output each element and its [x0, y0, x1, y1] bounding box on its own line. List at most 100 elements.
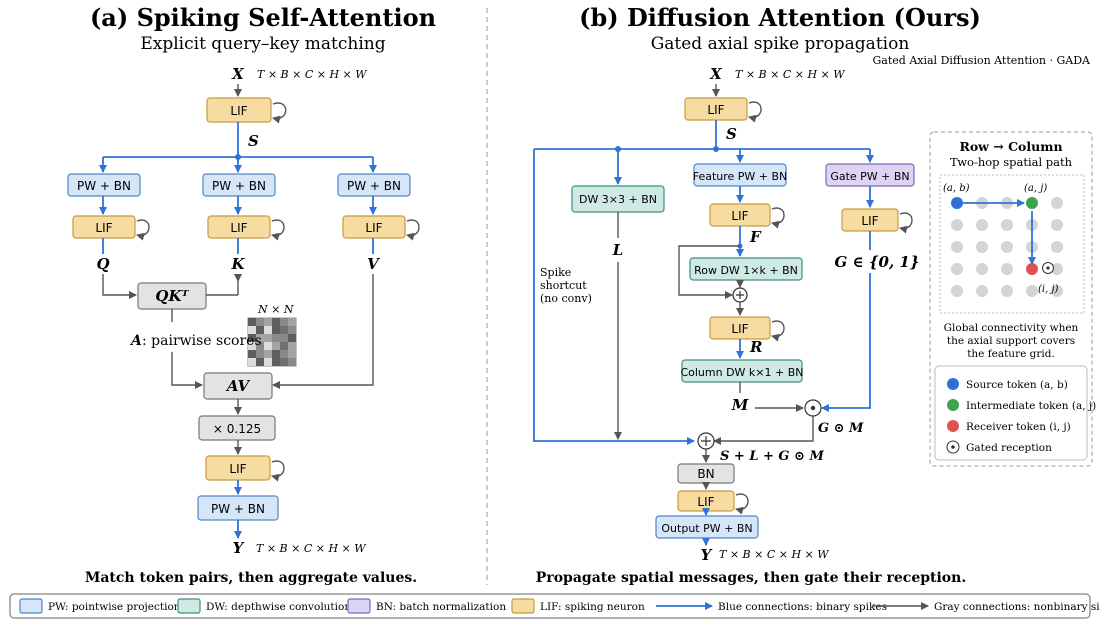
left-nxn: N × N — [257, 303, 294, 316]
left-pw-out-label: PW + BN — [211, 502, 265, 516]
dot-icon — [951, 445, 955, 449]
attention-cell — [288, 318, 296, 326]
right-lif-f-label: LIF — [731, 209, 748, 223]
legend-gated: Gated reception — [966, 442, 1052, 454]
left-input-shape: T × B × C × H × W — [257, 68, 368, 81]
attention-cell — [272, 334, 280, 342]
right-caption: Propagate spatial messages, then gate th… — [536, 570, 966, 586]
grid-token — [1001, 263, 1013, 275]
right-col-dw — [681, 359, 803, 383]
recurrent-loop-icon — [735, 493, 749, 515]
left-lif-q — [72, 215, 136, 239]
legend-dw: DW: depthwise convolution — [206, 601, 351, 613]
attention-cell — [264, 334, 272, 342]
left-av-label: AV — [225, 377, 251, 395]
legend-blue: Blue connections: binary spikes — [718, 601, 887, 613]
grid-token — [1026, 285, 1038, 297]
legend-lif-swatch — [511, 598, 535, 614]
attention-cell — [280, 318, 288, 326]
left-input-x: X — [231, 65, 245, 83]
left-k: K — [230, 255, 245, 273]
plus-icon — [736, 291, 744, 299]
recurrent-loop-icon — [271, 460, 285, 482]
token-grid — [951, 197, 1063, 297]
grid-token — [951, 241, 963, 253]
attention-cell — [288, 326, 296, 334]
legend-gray: Gray connections: nonbinary signals — [934, 601, 1100, 613]
recurrent-loop-icon — [748, 101, 762, 123]
left-title: (a) Spiking Self-Attention — [90, 3, 436, 32]
attention-cell — [272, 358, 280, 366]
attention-cell — [280, 342, 288, 350]
left-pw-v-label: PW + BN — [347, 179, 401, 193]
attention-cell — [280, 350, 288, 358]
attention-cell — [288, 334, 296, 342]
right-tag: Gated Axial Diffusion Attention · GADA — [873, 54, 1092, 67]
attention-cell — [248, 342, 256, 350]
grid-token — [1051, 285, 1063, 297]
dot-icon — [1046, 266, 1050, 270]
attention-cell — [272, 318, 280, 326]
recurrent-loop-icon — [406, 219, 420, 241]
attention-matrix-icon — [247, 317, 297, 367]
attention-cell — [288, 342, 296, 350]
recurrent-loop-icon — [271, 219, 285, 241]
right-lif-out-label: LIF — [697, 495, 714, 509]
attention-cell — [264, 342, 272, 350]
attention-cell — [272, 350, 280, 358]
right-dw-label: DW 3×3 + BN — [579, 193, 657, 206]
right-feature-pw-label: Feature PW + BN — [693, 170, 788, 183]
grid-token — [951, 219, 963, 231]
left-pw-q-label: PW + BN — [77, 179, 131, 193]
right-m: M — [731, 396, 749, 414]
grid-token — [1026, 263, 1038, 275]
attention-cell — [256, 334, 264, 342]
attention-cell — [248, 326, 256, 334]
left-a-text: : pairwise scores — [142, 333, 262, 349]
grid-token — [976, 285, 988, 297]
left-output-shape: T × B × C × H × W — [256, 542, 367, 555]
attention-cell — [272, 326, 280, 334]
left-caption: Match token pairs, then aggregate values… — [85, 570, 417, 586]
edge — [713, 416, 814, 445]
left-lif-k-label: LIF — [230, 221, 247, 235]
attention-cell — [248, 358, 256, 366]
inset-title: Row → Column — [959, 139, 1062, 154]
shortcut-line-1: Spike — [540, 266, 571, 279]
right-title: (b) Diffusion Attention (Ours) — [579, 3, 981, 32]
attention-cell — [280, 334, 288, 342]
attention-cell — [288, 350, 296, 358]
grid-token — [951, 263, 963, 275]
legend-bn: BN: batch normalization — [376, 601, 506, 613]
edge — [272, 274, 374, 389]
grid-token — [1001, 219, 1013, 231]
legend-receiver: Receiver token (i, j) — [966, 421, 1071, 433]
edge — [678, 245, 740, 299]
attention-cell — [264, 350, 272, 358]
attention-cell — [280, 326, 288, 334]
recurrent-loop-icon — [272, 102, 287, 124]
legend-pw-swatch — [19, 598, 43, 614]
right-f: F — [749, 228, 762, 246]
right-row-dw — [689, 257, 803, 281]
right-lif-r-label: LIF — [731, 322, 748, 336]
attention-cell — [288, 358, 296, 366]
right-row-dw-label: Row DW 1×k + BN — [694, 264, 798, 277]
shortcut-line-2: shortcut — [540, 279, 587, 292]
inset-src-label: (a, b) — [943, 183, 970, 194]
legend-lif: LIF: spiking neuron — [540, 601, 645, 613]
left-qkt-label: QKᵀ — [155, 287, 189, 305]
right-out-pw-label: Output PW + BN — [661, 522, 752, 535]
right-r: R — [749, 338, 762, 356]
right-sum: S + L + G ⊙ M — [720, 449, 824, 464]
inset-note-3: the feature grid. — [967, 348, 1055, 360]
left-pw-q — [67, 173, 141, 197]
legend-dw-swatch — [177, 598, 201, 614]
grid-token — [976, 241, 988, 253]
left-lif-k — [207, 215, 271, 239]
legend-source: Source token (a, b) — [966, 379, 1068, 391]
receiver-token-icon — [947, 420, 959, 432]
junction — [713, 146, 719, 152]
left-q: Q — [96, 255, 109, 273]
